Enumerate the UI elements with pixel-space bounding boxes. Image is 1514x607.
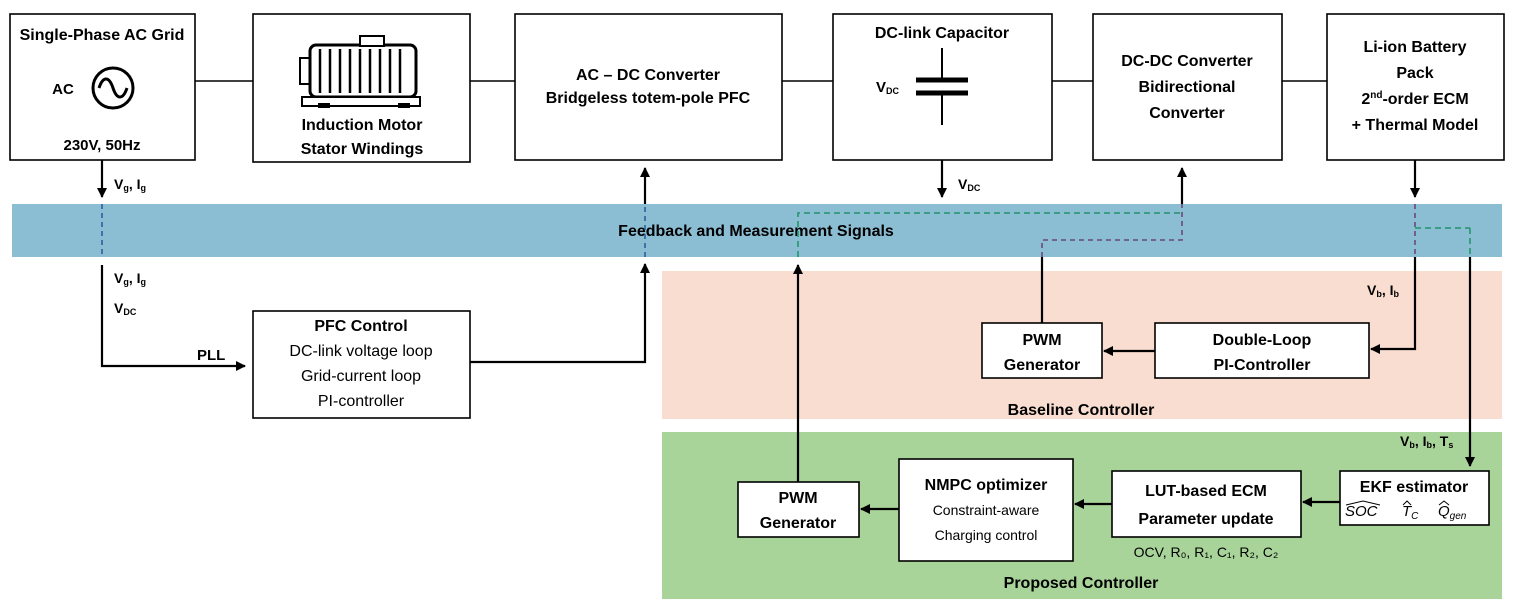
ekf-title: EKF estimator — [1360, 479, 1468, 496]
acdc-line1: AC – DC Converter — [576, 67, 720, 84]
pfc-line1: DC-link voltage loop — [289, 343, 432, 360]
acdc-converter-block: AC – DC Converter Bridgeless totem-pole … — [514, 13, 783, 161]
lut-line2: Parameter update — [1138, 511, 1273, 528]
pfc-title: PFC Control — [314, 318, 407, 335]
dcdc-line3: Converter — [1149, 105, 1225, 122]
baseline-pi-line1: Double-Loop — [1213, 332, 1312, 349]
proposed-controller-label: Proposed Controller — [1004, 575, 1159, 592]
baseline-pi-block: Double-Loop PI-Controller — [1154, 322, 1370, 379]
ekf-temperature: TC — [1402, 503, 1419, 522]
ekf-estimator-block: EKF estimator SOC TC Qgen — [1339, 470, 1490, 526]
battery-signal-label-baseline: Vb, Ib — [1367, 282, 1400, 299]
motor-label-line2: Stator Windings — [301, 141, 424, 158]
grid-signal-label-mid: Vg, Ig — [114, 270, 146, 287]
feedback-band-label: Feedback and Measurement Signals — [618, 223, 894, 240]
induction-motor-block: Induction Motor Stator Windings — [252, 13, 471, 163]
nmpc-line2: Charging control — [935, 527, 1038, 543]
battery-line3: 2nd-order ECM — [1361, 90, 1468, 108]
baseline-controller-label: Baseline Controller — [1008, 402, 1155, 419]
proposed-pwm-line1: PWM — [778, 490, 817, 507]
nmpc-title: NMPC optimizer — [925, 477, 1048, 494]
pll-label: PLL — [197, 347, 225, 364]
ekf-heat-gen: Qgen — [1438, 503, 1467, 522]
baseline-pwm-line2: Generator — [1004, 357, 1080, 374]
grid-measurement-path — [97, 160, 246, 371]
ac-grid-rating: 230V, 50Hz — [63, 137, 140, 154]
dclink-voltage-label: VDC — [876, 79, 900, 96]
lut-ecm-block: LUT-based ECM Parameter update — [1111, 470, 1302, 538]
battery-signal-label-proposed: Vb, Ib, Ts — [1400, 433, 1453, 450]
baseline-pwm-line1: PWM — [1022, 332, 1061, 349]
motor-icon — [299, 35, 421, 108]
dcdc-line2: Bidirectional — [1139, 79, 1236, 96]
ac-source-label: AC — [52, 81, 74, 98]
battery-line4: + Thermal Model — [1352, 117, 1479, 134]
proposed-pwm-block: PWM Generator — [737, 481, 860, 538]
battery-line2: Pack — [1396, 65, 1433, 82]
acdc-line2: Bridgeless totem-pole PFC — [546, 90, 751, 107]
pfc-line2: Grid-current loop — [301, 368, 421, 385]
ac-source-icon — [91, 66, 135, 110]
lut-line1: LUT-based ECM — [1145, 483, 1267, 500]
ac-grid-block: Single-Phase AC Grid AC 230V, 50Hz — [9, 13, 196, 161]
baseline-pwm-to-dcdc-path — [1040, 167, 1187, 323]
nmpc-optimizer-block: NMPC optimizer Constraint-aware Charging… — [898, 458, 1074, 562]
pfc-line3: PI-controller — [318, 393, 405, 410]
dc-signal-label-top: VDC — [958, 176, 981, 193]
pfc-control-block: PFC Control DC-link voltage loop Grid-cu… — [252, 310, 471, 419]
ekf-soc: SOC — [1345, 503, 1378, 520]
dc-signal-label-mid: VDC — [114, 300, 137, 317]
motor-label-line1: Induction Motor — [302, 117, 423, 134]
proposed-pwm-line2: Generator — [760, 515, 836, 532]
nmpc-line1: Constraint-aware — [933, 502, 1040, 518]
feedback-band — [12, 204, 1502, 257]
battery-line1: Li-ion Battery — [1363, 39, 1466, 56]
dclink-capacitor-block: DC-link Capacitor VDC — [832, 13, 1053, 161]
proposed-pwm-to-dcdc-path — [793, 212, 1182, 482]
ac-grid-title: Single-Phase AC Grid — [20, 27, 185, 44]
dcdc-converter-block: DC-DC Converter Bidirectional Converter — [1092, 13, 1283, 161]
battery-pack-block: Li-ion Battery Pack 2nd-order ECM + Ther… — [1326, 13, 1505, 161]
dcdc-line1: DC-DC Converter — [1121, 53, 1253, 70]
capacitor-icon — [916, 48, 968, 125]
battery-measurement-path — [1370, 160, 1475, 467]
dclink-title: DC-link Capacitor — [875, 25, 1009, 42]
baseline-pi-line2: PI-Controller — [1214, 357, 1311, 374]
grid-signal-label-top: Vg, Ig — [114, 176, 146, 193]
lut-parameters: OCV, R₀, R₁, C₁, R₂, C₂ — [1134, 544, 1279, 560]
baseline-pwm-block: PWM Generator — [981, 322, 1103, 379]
pfc-to-acdc-path — [470, 167, 650, 364]
